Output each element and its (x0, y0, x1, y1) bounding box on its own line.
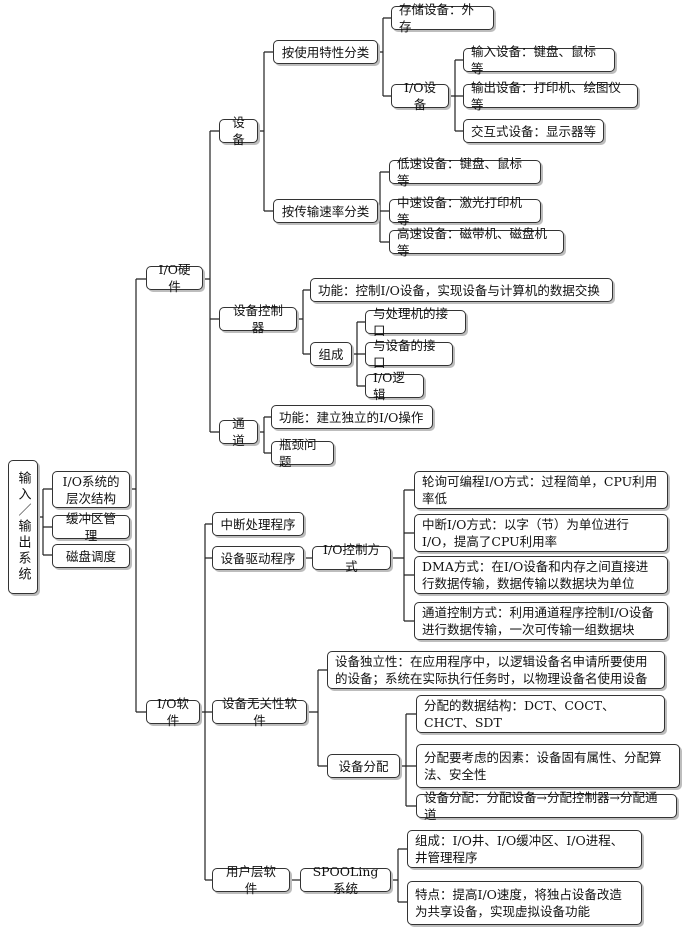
node-output-device: 输出设备：打印机、绘图仪等 (463, 80, 638, 112)
node-spooling-features: 特点：提高I/O速度，将独占设备改造为共享设备，实现虚拟设备功能 (407, 881, 642, 925)
node-dma: DMA方式：在I/O设备和内存之间直接进行数据传输，数据传输以数据块为单位 (414, 556, 668, 594)
root-node: 输入／输出系统 (8, 460, 38, 594)
node-low-speed: 低速设备：键盘、鼠标等 (389, 156, 541, 188)
node-by-speed: 按传输速率分类 (273, 199, 378, 223)
node-io-logic: I/O逻辑 (365, 370, 424, 402)
node-io-device: I/O设备 (391, 80, 449, 112)
node-bottleneck: 瓶颈问题 (271, 437, 334, 469)
node-spooling-system: SPOOLing系统 (300, 864, 391, 896)
node-cpu-interface: 与处理机的接口 (365, 306, 466, 338)
node-polling-io: 轮询可编程I/O方式：过程简单，CPU利用率低 (414, 471, 668, 509)
node-user-layer-software: 用户层软件 (212, 864, 290, 896)
node-device-controller: 设备控制器 (219, 303, 297, 335)
node-buffer-management: 缓冲区管理 (52, 511, 130, 543)
node-allocation-process: 设备分配：分配设备→分配控制器→分配通道 (416, 790, 677, 822)
node-device-independent-software: 设备无关性软件 (212, 696, 307, 728)
node-controller-function: 功能：控制I/O设备，实现设备与计算机的数据交换 (310, 278, 613, 302)
node-allocation-data-structures: 分配的数据结构：DCT、COCT、CHCT、SDT (416, 695, 665, 733)
node-device-independence: 设备独立性：在应用程序中，以逻辑设备名申请所要使用的设备；系统在实际执行任务时，… (327, 651, 665, 689)
node-channel-control: 通道控制方式：利用通道程序控制I/O设备进行数据传输，一次可传输一组数据块 (414, 602, 668, 640)
node-device: 设备 (219, 115, 258, 147)
node-interactive-device: 交互式设备：显示器等 (463, 119, 604, 143)
node-channel-function: 功能：建立独立的I/O操作 (271, 405, 433, 429)
node-spooling-composition: 组成：I/O井、I/O缓冲区、I/O进程、井管理程序 (407, 830, 642, 868)
node-channel: 通道 (219, 416, 258, 448)
node-device-allocation: 设备分配 (327, 754, 400, 778)
node-io-hardware: I/O硬件 (146, 262, 203, 294)
node-input-device: 输入设备：键盘、鼠标等 (463, 44, 615, 76)
node-allocation-factors: 分配要考虑的因素：设备固有属性、分配算法、安全性 (416, 744, 680, 788)
node-interrupt-handler: 中断处理程序 (212, 512, 304, 536)
node-interrupt-io: 中断I/O方式：以字（节）为单位进行I/O，提高了CPU利用率 (414, 514, 668, 552)
node-io-control-method: I/O控制方式 (312, 542, 391, 574)
node-io-software: I/O软件 (146, 696, 200, 728)
node-io-layer-structure: I/O系统的层次结构 (52, 471, 130, 508)
node-storage-device: 存储设备：外存 (391, 2, 494, 34)
node-disk-scheduling: 磁盘调度 (52, 544, 130, 568)
node-device-interface: 与设备的接口 (365, 338, 453, 370)
node-medium-speed: 中速设备：激光打印机等 (389, 195, 541, 227)
node-device-driver: 设备驱动程序 (212, 546, 304, 570)
node-high-speed: 高速设备：磁带机、磁盘机等 (389, 226, 564, 258)
node-by-usage: 按使用特性分类 (273, 40, 378, 64)
node-controller-composition: 组成 (310, 342, 352, 366)
